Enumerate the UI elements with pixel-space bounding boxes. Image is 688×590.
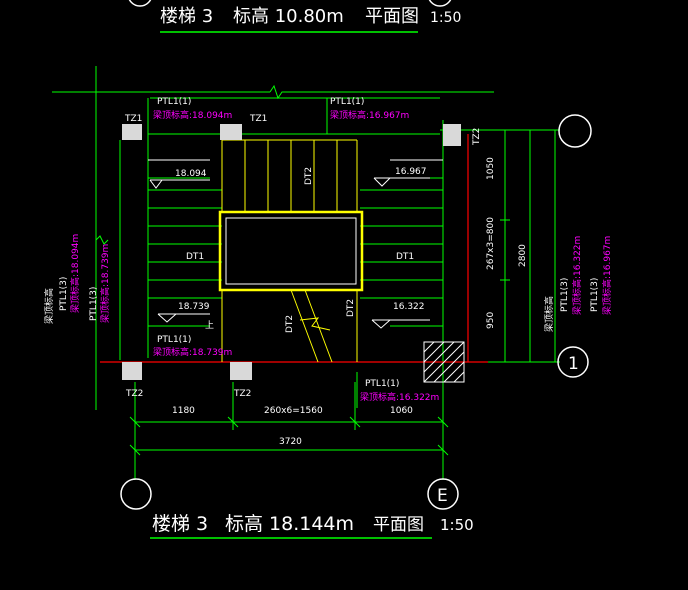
ptl-br-label: PTL1(1) [365,379,399,389]
ptl-tl-label: PTL1(1) [157,97,191,107]
ptl-tr-label: PTL1(1) [330,97,364,107]
column-tz2-right [443,124,461,146]
bottom-title-scale: 1:50 [440,516,474,534]
axis-label-1: 1 [568,354,579,374]
red-linework [100,134,488,363]
axis-label-e: E [437,486,448,506]
dim-1560: 260x6=1560 [264,406,323,416]
axis-bubble-e [427,478,459,510]
ptl-br-elev: 梁顶标高:16.322m [360,391,439,403]
level-16967: 16.967 [395,167,427,177]
dim-1050: 1050 [486,157,496,180]
dim-2800: 2800 [518,244,528,267]
up-label: 上 [205,320,214,331]
right-ptl-label1: PTL1(3) [560,278,570,312]
top-title-view: 平面图 [365,6,419,27]
ptl-bl-elev: 梁顶标高:18.739m [153,346,232,358]
right-ptl-label2: PTL1(3) [590,278,600,312]
bottom-title-name: 楼梯 3 [152,513,208,535]
level-16322: 16.322 [393,302,425,312]
flight-dt2-bottom-right: DT2 [346,299,356,317]
axis-bubble-top-left [128,0,152,7]
label-tz2-bottom-mid: TZ2 [233,389,251,399]
dim-3720: 3720 [279,437,302,447]
bottom-title-view: 平面图 [373,515,424,535]
column-tz2-bottom-left [122,362,142,380]
flight-dt1-right: DT1 [396,252,414,262]
axis-bubble-right-top [558,114,592,148]
dim-800: 267x3=800 [486,217,496,270]
stair-yellow-outline [218,139,364,363]
level-markers [149,177,430,329]
top-title-name: 楼梯 3 [160,6,213,27]
ptl-tr-elev: 梁顶标高:16.967m [330,109,409,121]
bottom-title-elev: 标高 18.144m [225,513,354,535]
flight-dt2-top: DT2 [304,167,314,185]
right-ptl-elev1: 梁顶标高:16.322m [571,236,583,315]
dim-1180: 1180 [172,406,195,416]
axis-bubble-bottom-left [120,478,152,510]
level-18739: 18.739 [178,302,210,312]
right-ptl-elev2: 梁顶标高:16.967m [601,236,613,315]
axis-bubble-top-right [428,0,452,7]
left-ptl-elev1: 梁顶标高:18.094m [69,234,81,313]
label-tz2-right: TZ2 [472,128,482,146]
column-tz1-mid [220,124,242,140]
label-tz2-bottom-left: TZ2 [125,389,143,399]
flight-dt2-bottom-left: DT2 [285,315,295,333]
top-title-elev: 标高 10.80m [233,6,344,27]
top-title-scale: 1:50 [430,10,461,26]
right-note: 梁顶标高 [543,296,555,332]
column-tz1-left [122,124,142,140]
left-ptl-elev2: 梁顶标高:18.739m [99,244,111,323]
ptl-bl-label: PTL1(1) [157,335,191,345]
dim-950: 950 [486,312,496,329]
ptl-tl-elev: 梁顶标高:18.094m [153,109,232,121]
column-tz2-bottom-mid [230,362,252,380]
dim-1060: 1060 [390,406,413,416]
flight-dt1-left: DT1 [186,252,204,262]
column-hatched-corner [423,341,465,383]
axis-bubble-1 [557,346,589,378]
green-linework [52,66,560,539]
level-18094: 18.094 [175,169,207,179]
left-ptl-label2: PTL1(3) [89,287,99,321]
label-tz1-left: TZ1 [124,114,142,124]
label-tz1-mid: TZ1 [249,114,267,124]
top-title: 楼梯 3 标高 10.80m 平面图 1:50 [128,0,461,33]
bottom-title: 楼梯 3 标高 18.144m 平面图 1:50 [152,513,474,535]
left-note: 梁顶标高 [43,288,55,324]
left-ptl-label1: PTL1(3) [59,277,69,311]
